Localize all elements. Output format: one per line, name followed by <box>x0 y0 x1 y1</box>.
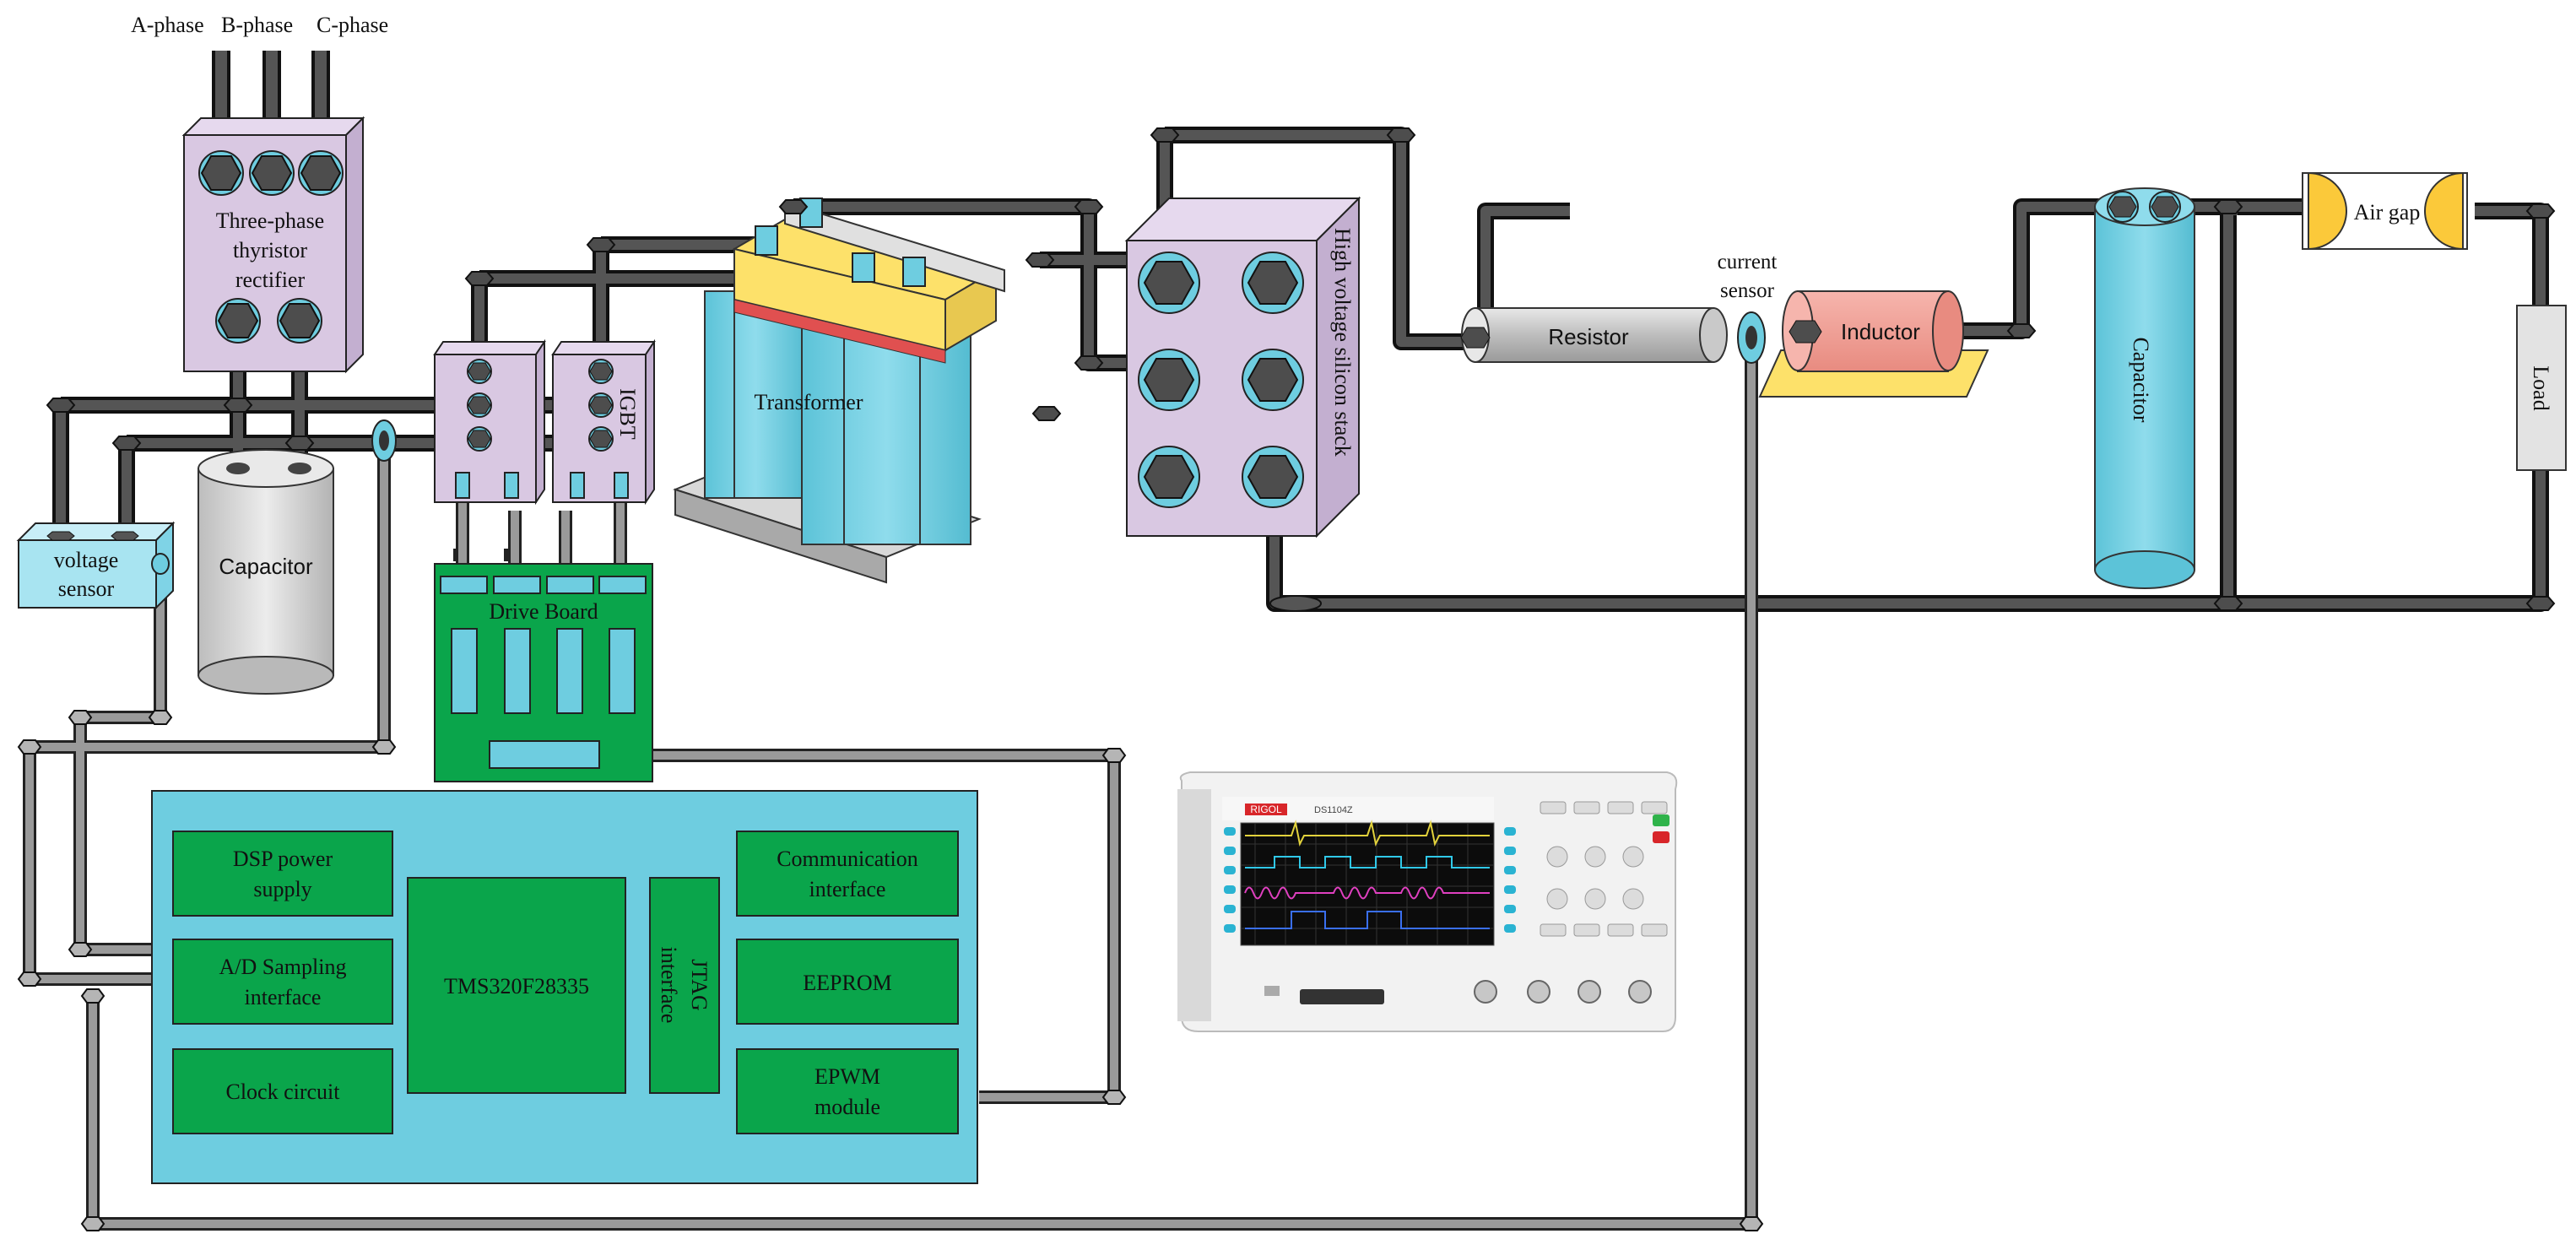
ad-sampling-label-1: A/D Sampling <box>219 955 347 979</box>
mcu-label: TMS320F28335 <box>444 974 589 998</box>
current-sensor-label-1: current <box>1718 251 1778 273</box>
comm-label-1: Communication <box>777 847 918 871</box>
drive-board-label: Drive Board <box>489 599 598 624</box>
capacitor-right-label: Capacitor <box>2129 337 2153 422</box>
eeprom-label: EEPROM <box>803 971 891 995</box>
clock-circuit-label: Clock circuit <box>225 1080 340 1104</box>
igbt-label: IGBT <box>615 388 640 440</box>
voltage-sensor <box>16 521 176 610</box>
transformer-label: Transformer <box>754 390 863 414</box>
rectifier-label-1: Three-phase <box>216 208 324 233</box>
voltage-sensor-label-2: sensor <box>58 576 115 601</box>
rectifier-label-3: rectifier <box>235 268 306 292</box>
inductor-label: Inductor <box>1841 319 1920 344</box>
ad-sampling-label-2: interface <box>245 985 322 1009</box>
stack-lead-connector <box>1269 595 1322 612</box>
hv-stack-label: High voltage silicon stack <box>1330 228 1355 457</box>
inductor <box>1758 290 1989 398</box>
phase-a-label: A-phase <box>131 13 204 37</box>
dsp-power-label-2: supply <box>253 877 311 901</box>
capacitor-left-label: Capacitor <box>219 554 313 579</box>
jtag-label-2: interface <box>657 947 681 1024</box>
dc-link-capacitor <box>198 449 334 695</box>
jtag-label-1: JTAG <box>687 959 712 1010</box>
thyristor-rectifier <box>181 116 365 374</box>
epwm-label-2: module <box>814 1095 880 1119</box>
signal-junctions <box>17 710 1764 1231</box>
oscilloscope: RIGOL DS1104Z <box>1177 771 1678 1032</box>
resistor-label: Resistor <box>1548 324 1629 349</box>
air-gap-label: Air gap <box>2354 200 2421 225</box>
hv-silicon-stack <box>1124 196 1361 538</box>
igbt-modules <box>433 338 656 506</box>
load <box>2516 305 2567 471</box>
comm-label-2: interface <box>809 877 886 901</box>
dsp-control-board <box>151 790 978 1184</box>
voltage-sensor-label-1: voltage <box>54 548 119 572</box>
air-gap <box>2302 171 2468 251</box>
oscilloscope-model: DS1104Z <box>1314 805 1353 815</box>
rectifier-label-2: thyristor <box>233 238 307 262</box>
phase-b-label: B-phase <box>221 13 293 37</box>
dsp-power-label-1: DSP power <box>233 847 333 871</box>
current-sensor-label-2: sensor <box>1720 279 1775 302</box>
epwm-label-1: EPWM <box>814 1064 880 1089</box>
transformer <box>673 198 1005 584</box>
phase-c-label: C-phase <box>317 13 388 37</box>
resistor <box>1460 307 1728 363</box>
oscilloscope-brand: RIGOL <box>1250 804 1282 815</box>
load-label: Load <box>2529 365 2553 410</box>
drive-board <box>434 563 653 782</box>
wire-junctions <box>46 127 2556 611</box>
output-capacitor <box>2094 187 2195 589</box>
